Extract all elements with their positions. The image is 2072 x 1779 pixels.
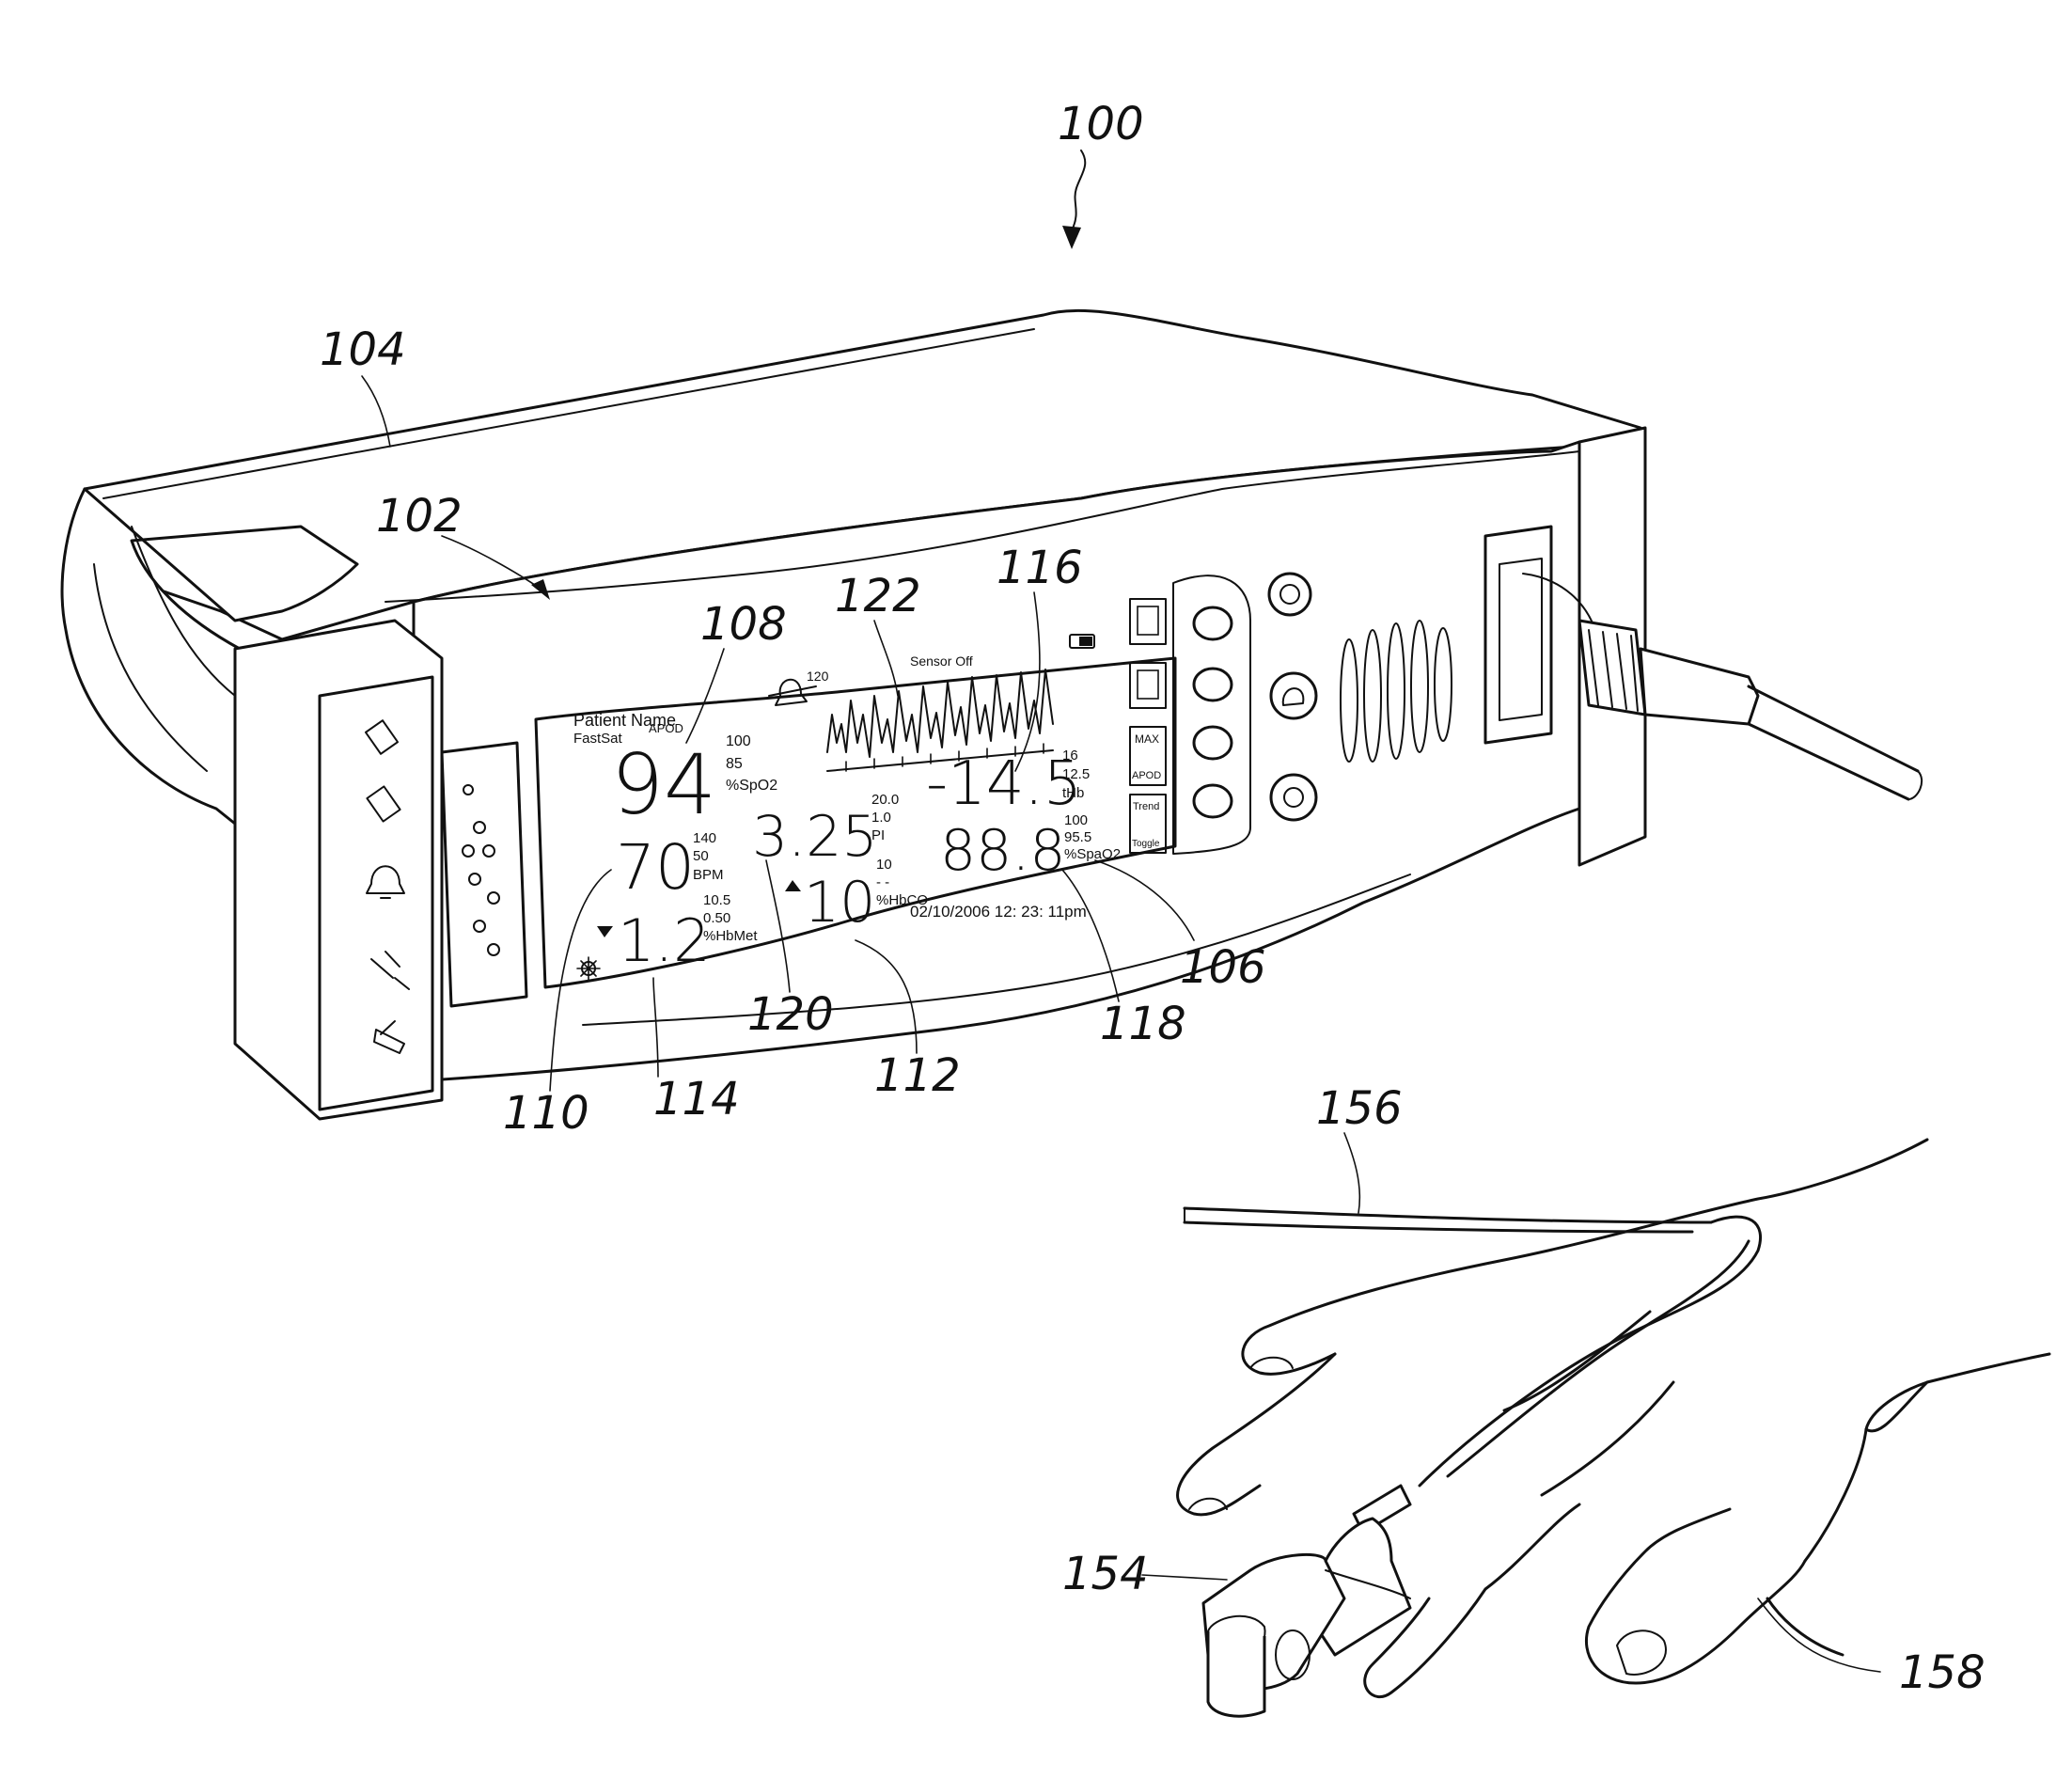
hbmet-unit: %HbMet [703, 928, 758, 944]
datetime: 02/10/2006 12: 23: 11pm [910, 903, 1087, 921]
thb-unit: tHb [1062, 785, 1084, 801]
pulse-high: 140 [693, 830, 716, 846]
spoc-low: 95.5 [1064, 829, 1091, 845]
softkey-button-1[interactable] [1194, 607, 1232, 639]
softkey-button-4[interactable] [1194, 785, 1232, 817]
softkey-max-label: MAX [1135, 732, 1159, 746]
thb-value: -14.5 [926, 749, 1082, 819]
thb-low: 12.5 [1062, 766, 1090, 782]
pi-high: 20.0 [871, 792, 899, 808]
pi-low: 1.0 [871, 810, 891, 826]
softkey-toggle-label: Toggle [1132, 839, 1160, 849]
ref-116: 116 [997, 542, 1083, 594]
ref-112: 112 [874, 1049, 961, 1102]
bell-silence-button[interactable] [1271, 673, 1316, 718]
ref-158: 158 [1899, 1646, 1986, 1699]
ref-108: 108 [700, 598, 787, 651]
spoc-unit: %SpaO2 [1064, 846, 1121, 862]
hbmet-high: 10.5 [703, 892, 730, 908]
pi-unit: PI [871, 827, 885, 843]
spo2-high: 100 [726, 733, 751, 749]
hbmet-value: 1.2 [618, 906, 711, 975]
hbco-low: - - [876, 874, 889, 890]
apod-label: APOD [649, 721, 683, 735]
pulse-value: 70 [616, 831, 695, 904]
alarm-limit: 120 [807, 669, 829, 684]
pulse-low: 50 [693, 848, 709, 864]
spo2-unit: %SpO2 [726, 778, 777, 794]
spoc-high: 100 [1064, 812, 1088, 828]
softkey-apod-label: APOD [1132, 770, 1161, 781]
hbco-value: 10 [804, 870, 875, 936]
sensor-cable [1185, 1208, 1761, 1486]
finger-sensor [1203, 1486, 1410, 1716]
ref-104: 104 [320, 323, 406, 376]
ref-122: 122 [835, 570, 921, 622]
alarm-silence-button[interactable] [1269, 574, 1311, 615]
ref-118: 118 [1100, 998, 1186, 1050]
pi-value: 3.25 [752, 804, 878, 870]
ref-120: 120 [747, 988, 834, 1041]
pulse-unit: BPM [693, 867, 724, 883]
ref-110: 110 [503, 1087, 589, 1140]
hbmet-low: 0.50 [703, 910, 730, 926]
thb-high: 16 [1062, 748, 1078, 764]
ref-106: 106 [1180, 941, 1266, 994]
ref-102: 102 [376, 490, 463, 543]
ref-156: 156 [1316, 1082, 1403, 1135]
softkey-button-2[interactable] [1194, 669, 1232, 701]
spo2-value: 94 [611, 736, 716, 833]
ref-114: 114 [653, 1073, 740, 1126]
softkey-trend-label: Trend [1133, 801, 1159, 812]
sensor-status: Sensor Off [910, 653, 973, 669]
brightness-icon [577, 957, 600, 980]
hbco-high: 10 [876, 857, 892, 873]
softkey-button-3[interactable] [1194, 727, 1232, 759]
power-button[interactable] [1271, 775, 1316, 820]
ref-100: 100 [1058, 98, 1144, 150]
battery-fill [1079, 637, 1092, 646]
spo2-low: 85 [726, 756, 743, 772]
spoc-value: 88.8 [940, 818, 1066, 884]
ref-154: 154 [1062, 1548, 1149, 1600]
